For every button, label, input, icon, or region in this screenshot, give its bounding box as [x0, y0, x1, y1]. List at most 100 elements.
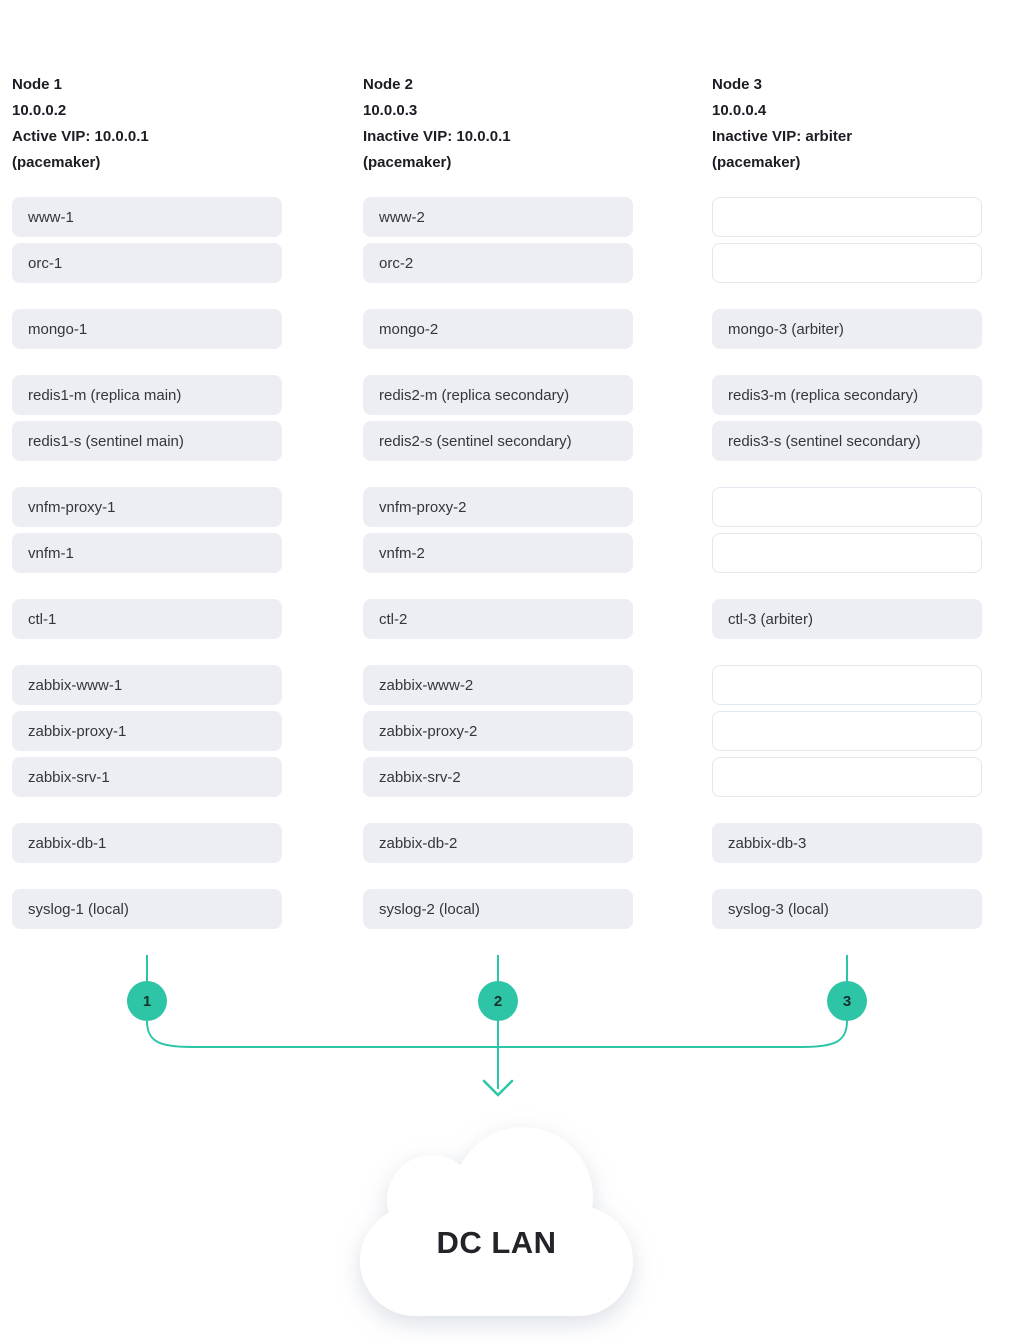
service-label: www-2: [379, 208, 425, 226]
service-label: orc-1: [28, 254, 63, 272]
service-label: zabbix-db-1: [28, 834, 107, 852]
service-group: www-1 orc-1: [12, 197, 282, 283]
service-label: syslog-3 (local): [728, 900, 829, 918]
service-label: zabbix-db-2: [379, 834, 458, 852]
service-label: redis1-s (sentinel main): [28, 432, 184, 450]
node-ip-address: 10.0.0.4: [712, 102, 767, 119]
service-group: zabbix-db-2: [363, 823, 633, 863]
service-box: ctl-3 (arbiter): [712, 599, 982, 639]
service-label: zabbix-www-2: [379, 676, 474, 694]
service-label: syslog-2 (local): [379, 900, 480, 918]
node-title: Node 2: [363, 76, 414, 93]
service-label: ctl-2: [379, 610, 408, 628]
node-ip-address: 10.0.0.2: [12, 102, 67, 119]
service-boxes: www-2 orc-2 mongo-2 redis2-m (replica secon…: [363, 197, 633, 929]
service-group: syslog-3 (local): [712, 889, 982, 929]
service-group: www-2 orc-2: [363, 197, 633, 283]
connector-badge-2: 2: [478, 981, 518, 1021]
service-label: www-1: [28, 208, 74, 226]
service-label: mongo-2: [379, 320, 439, 338]
service-box: mongo-3 (arbiter): [712, 309, 982, 349]
service-box: vnfm-1: [12, 533, 282, 573]
service-group: [712, 487, 982, 573]
connector-badge-3: 3: [827, 981, 867, 1021]
service-group: [712, 665, 982, 797]
node-cluster-manager: (pacemaker): [712, 154, 801, 171]
service-box: zabbix-srv-2: [363, 757, 633, 797]
service-label: ctl-1: [28, 610, 57, 628]
service-box: zabbix-db-1: [12, 823, 282, 863]
service-label: vnfm-2: [379, 544, 425, 562]
service-box: mongo-1: [12, 309, 282, 349]
service-label: vnfm-proxy-2: [379, 498, 467, 516]
service-group: zabbix-www-1 zabbix-proxy-1 zabbix-srv-1: [12, 665, 282, 797]
node-cluster-manager: (pacemaker): [363, 154, 452, 171]
service-box: zabbix-db-3: [712, 823, 982, 863]
service-box: zabbix-proxy-1: [12, 711, 282, 751]
service-box: orc-2: [363, 243, 633, 283]
service-group: ctl-2: [363, 599, 633, 639]
service-group: mongo-3 (arbiter): [712, 309, 982, 349]
service-label: zabbix-srv-1: [28, 768, 110, 786]
node-title: Node 1: [12, 76, 63, 93]
service-box-empty: [712, 711, 982, 751]
service-group: zabbix-db-1: [12, 823, 282, 863]
service-box-empty: [712, 487, 982, 527]
service-box: syslog-1 (local): [12, 889, 282, 929]
node-title: Node 3: [712, 76, 763, 93]
service-label: redis3-m (replica secondary): [728, 386, 919, 404]
service-box: redis1-s (sentinel main): [12, 421, 282, 461]
service-label: ctl-3 (arbiter): [728, 610, 814, 628]
service-box: zabbix-proxy-2: [363, 711, 633, 751]
service-group: syslog-1 (local): [12, 889, 282, 929]
service-label: redis2-m (replica secondary): [379, 386, 570, 404]
service-group: vnfm-proxy-2 vnfm-2: [363, 487, 633, 573]
service-box: redis3-s (sentinel secondary): [712, 421, 982, 461]
service-box: vnfm-proxy-1: [12, 487, 282, 527]
bracket-line: [146, 1020, 848, 1048]
service-box-empty: [712, 757, 982, 797]
service-group: zabbix-db-3: [712, 823, 982, 863]
arrow-head-icon: [482, 1079, 514, 1097]
service-box-empty: [712, 533, 982, 573]
service-box: zabbix-www-1: [12, 665, 282, 705]
service-group: vnfm-proxy-1 vnfm-1: [12, 487, 282, 573]
service-group: zabbix-www-2 zabbix-proxy-2 zabbix-srv-2: [363, 665, 633, 797]
node-vip-status: Inactive VIP: 10.0.0.1: [363, 128, 511, 145]
service-label: zabbix-proxy-1: [28, 722, 127, 740]
node-ip-address: 10.0.0.3: [363, 102, 418, 119]
service-label: mongo-1: [28, 320, 88, 338]
service-box: orc-1: [12, 243, 282, 283]
service-group: mongo-2: [363, 309, 633, 349]
node-vip-status: Inactive VIP: arbiter: [712, 128, 853, 145]
service-label: redis1-m (replica main): [28, 386, 182, 404]
service-label: syslog-1 (local): [28, 900, 129, 918]
service-box: syslog-2 (local): [363, 889, 633, 929]
service-box: mongo-2: [363, 309, 633, 349]
service-group: mongo-1: [12, 309, 282, 349]
node-cluster-manager: (pacemaker): [12, 154, 101, 171]
node-vip-status: Active VIP: 10.0.0.1: [12, 128, 149, 145]
service-box: www-2: [363, 197, 633, 237]
service-label: vnfm-1: [28, 544, 74, 562]
service-group: ctl-1: [12, 599, 282, 639]
service-label: redis3-s (sentinel secondary): [728, 432, 921, 450]
service-box: vnfm-proxy-2: [363, 487, 633, 527]
service-box: syslog-3 (local): [712, 889, 982, 929]
service-box: redis2-s (sentinel secondary): [363, 421, 633, 461]
service-box-empty: [712, 665, 982, 705]
service-box: zabbix-db-2: [363, 823, 633, 863]
service-label: zabbix-proxy-2: [379, 722, 478, 740]
service-box-empty: [712, 197, 982, 237]
service-box: ctl-2: [363, 599, 633, 639]
service-box: ctl-1: [12, 599, 282, 639]
service-label: redis2-s (sentinel secondary): [379, 432, 572, 450]
service-group: ctl-3 (arbiter): [712, 599, 982, 639]
service-group: redis3-m (replica secondary) redis3-s (se…: [712, 375, 982, 461]
